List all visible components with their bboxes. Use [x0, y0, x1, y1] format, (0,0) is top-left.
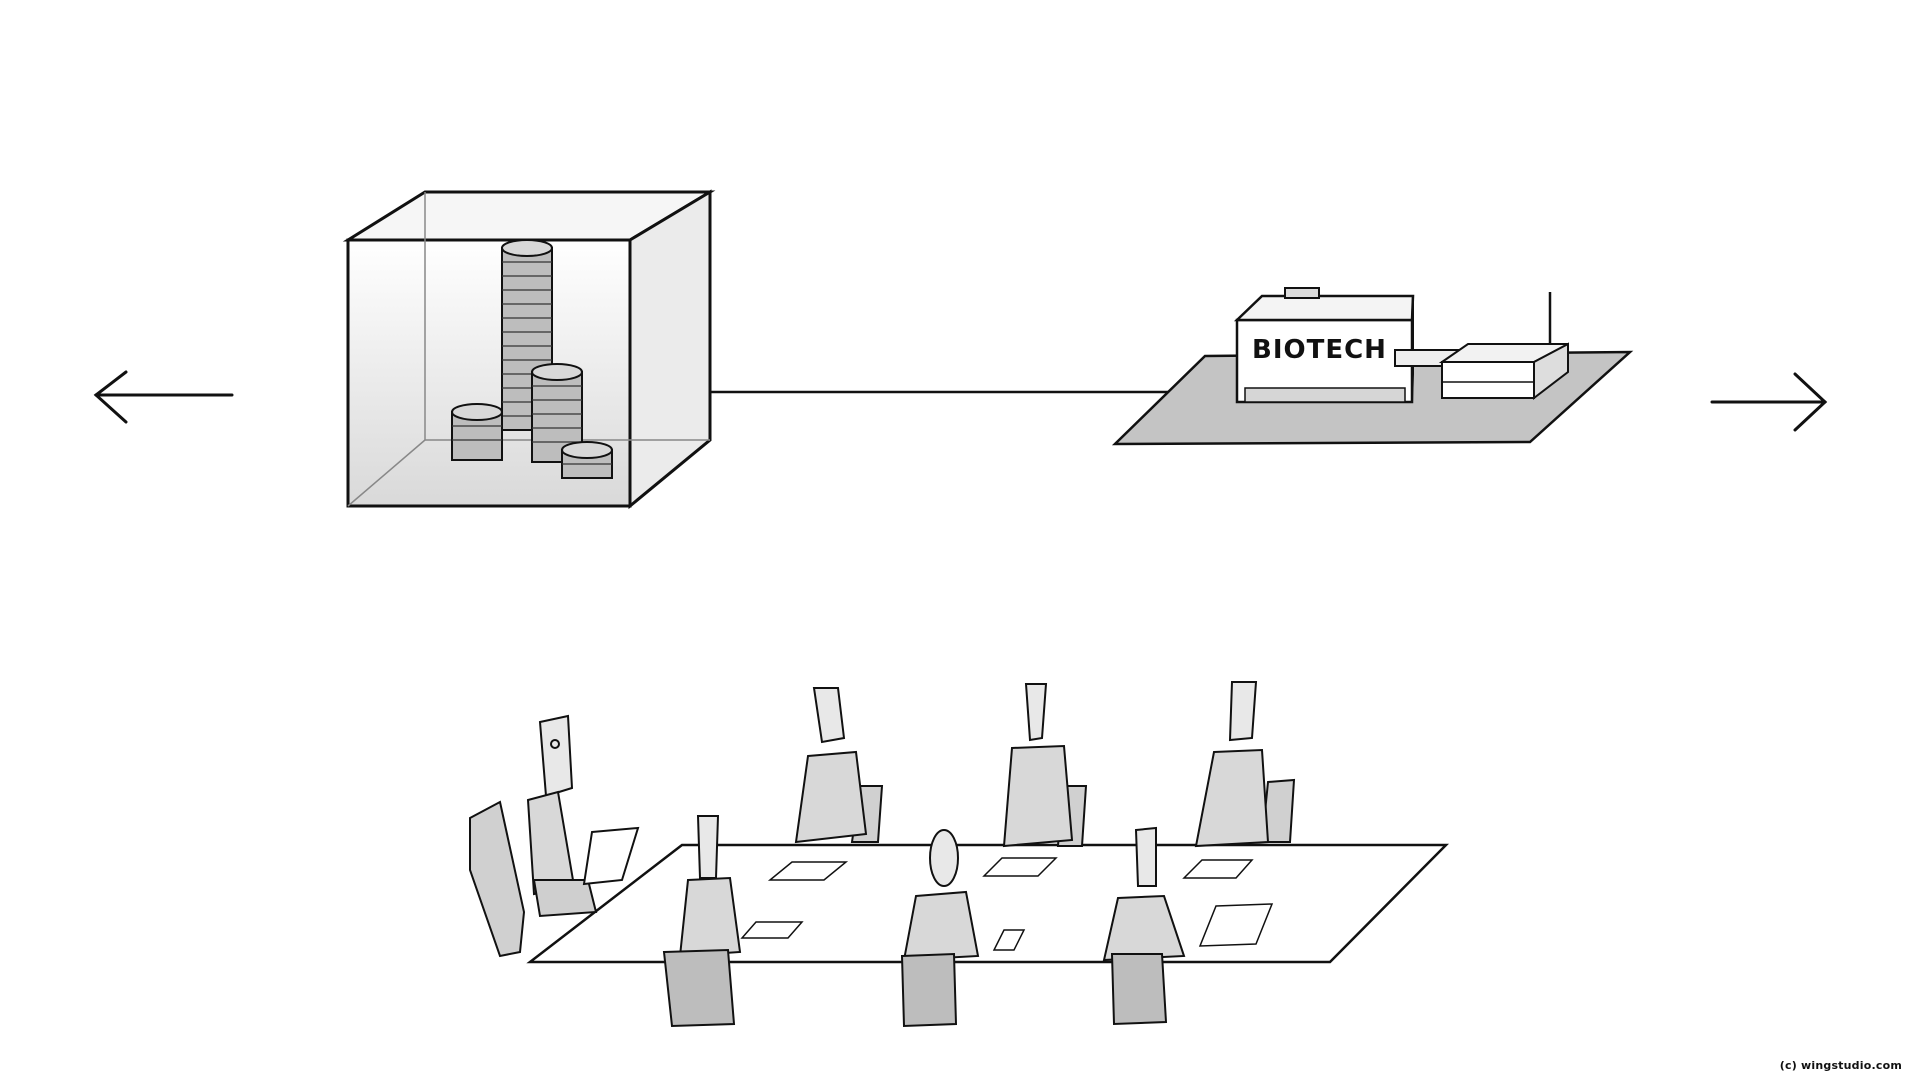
person-front-left	[662, 815, 742, 1028]
coin-stack-right	[561, 441, 613, 479]
person-back-center	[1002, 683, 1088, 848]
coin-stack-middle	[531, 363, 583, 463]
biotech-building-icon: BIOTECH	[1111, 287, 1634, 446]
person-presenter	[469, 714, 640, 958]
meeting-scene	[469, 681, 1449, 1028]
person-back-left	[794, 687, 884, 844]
table-papers	[740, 857, 1274, 951]
arrow-left-icon	[93, 370, 234, 424]
meeting-table	[526, 843, 1449, 964]
person-back-right	[1194, 681, 1296, 848]
coin-stack-tall	[501, 239, 553, 431]
coin-stack-left	[451, 403, 503, 461]
coin-vault-icon	[342, 189, 716, 510]
arrow-right-icon	[1710, 372, 1828, 432]
person-front-center	[900, 829, 980, 1028]
credit-text: (c) wingstudio.com	[1779, 1059, 1902, 1072]
person-front-right	[1102, 826, 1186, 1026]
building-sign-text: BIOTECH	[1252, 335, 1387, 365]
